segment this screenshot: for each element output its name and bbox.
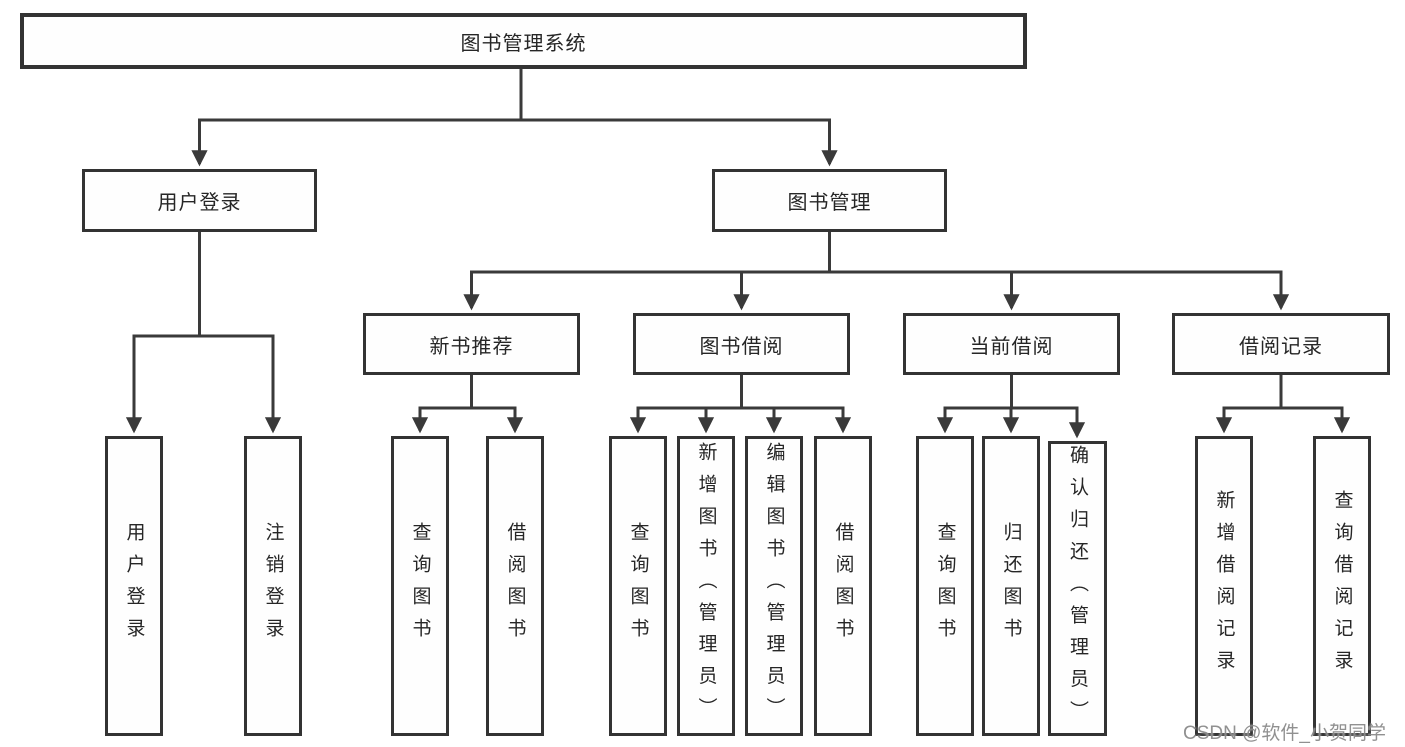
node-label: 查询图书 [934,522,956,650]
node-label: 借阅图书 [504,522,526,650]
leaf-add-books-admin: 新增图书（管理员） [677,436,735,736]
leaf-confirm-return-admin: 确认归还（管理员） [1048,441,1107,736]
node-current-borrow: 当前借阅 [903,313,1120,375]
node-label: 借阅记录 [1239,335,1323,358]
connector-borrow-records-branch [1215,375,1351,434]
connector-book-management-branch [463,232,1290,311]
leaf-return-books: 归还图书 [982,436,1040,736]
node-label: 归还图书 [1000,522,1022,650]
node-library-management-system: 图书管理系统 [20,13,1027,69]
node-label: 编辑图书（管理员） [763,442,785,730]
leaf-borrow-books: 借阅图书 [814,436,872,736]
node-label: 查询图书 [409,522,431,650]
connector-root-to-level2 [191,69,838,167]
node-borrow-records: 借阅记录 [1172,313,1390,375]
node-label: 当前借阅 [969,335,1054,358]
leaf-edit-books-admin: 编辑图书（管理员） [745,436,803,736]
csdn-watermark: CSDN @软件_小贺同学 [1183,723,1386,744]
node-label: 查询借阅记录 [1331,490,1353,682]
node-label: 新增图书（管理员） [695,442,717,730]
connector-user-login-branch [125,232,282,434]
node-label: 新增借阅记录 [1213,490,1235,682]
node-label: 确认归还（管理员） [1067,444,1088,733]
leaf-logout: 注销登录 [244,436,302,736]
leaf-query-books: 查询图书 [609,436,667,736]
node-label: 用户登录 [157,192,242,214]
leaf-query-borrow-record: 查询借阅记录 [1313,436,1371,736]
leaf-query-books-recommend: 查询图书 [391,436,449,736]
node-book-management: 图书管理 [712,169,947,232]
node-new-book-recommend: 新书推荐 [363,313,580,375]
leaf-borrow-books-recommend: 借阅图书 [486,436,544,736]
node-label: 借阅图书 [832,522,854,650]
node-label: 注销登录 [262,522,284,650]
node-label: 用户登录 [123,522,145,650]
node-label: 查询图书 [627,522,649,650]
connector-current-borrow-branch [936,375,1086,439]
connector-book-borrow-branch [629,375,852,434]
connector-new-book-branch [411,375,524,434]
node-label: 图书借阅 [699,335,784,358]
node-label: 图书管理 [787,192,872,214]
node-label: 新书推荐 [429,335,514,358]
leaf-query-books-current: 查询图书 [916,436,974,736]
node-user-login: 用户登录 [82,169,317,232]
node-label: 图书管理系统 [460,32,587,55]
node-book-borrow: 图书借阅 [633,313,850,375]
leaf-add-borrow-record: 新增借阅记录 [1195,436,1253,736]
leaf-user-login: 用户登录 [105,436,163,736]
